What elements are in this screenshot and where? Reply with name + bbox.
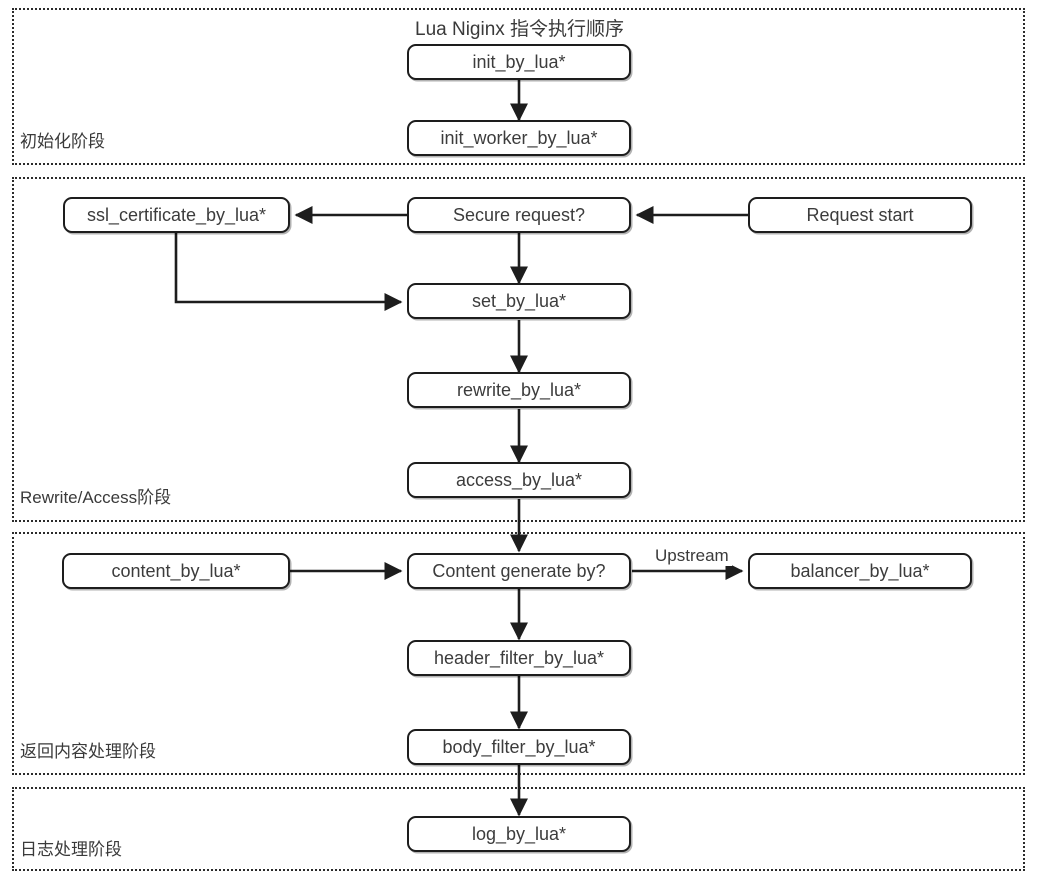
node-content-generate-by[interactable]: Content generate by? (407, 553, 631, 589)
phase-label-rewrite: Rewrite/Access阶段 (18, 488, 174, 508)
node-body-filter-by-lua[interactable]: body_filter_by_lua* (407, 729, 631, 765)
node-init-by-lua[interactable]: init_by_lua* (407, 44, 631, 80)
node-set-by-lua[interactable]: set_by_lua* (407, 283, 631, 319)
node-ssl-certificate-by-lua[interactable]: ssl_certificate_by_lua* (63, 197, 290, 233)
phase-container-init (12, 8, 1025, 165)
diagram-title: Lua Niginx 指令执行顺序 (415, 19, 625, 40)
node-header-filter-by-lua[interactable]: header_filter_by_lua* (407, 640, 631, 676)
node-access-by-lua[interactable]: access_by_lua* (407, 462, 631, 498)
edge-label-upstream: Upstream (652, 546, 732, 566)
node-balancer-by-lua[interactable]: balancer_by_lua* (748, 553, 972, 589)
node-content-by-lua[interactable]: content_by_lua* (62, 553, 290, 589)
node-rewrite-by-lua[interactable]: rewrite_by_lua* (407, 372, 631, 408)
phase-label-log: 日志处理阶段 (18, 840, 124, 860)
node-secure-request[interactable]: Secure request? (407, 197, 631, 233)
node-log-by-lua[interactable]: log_by_lua* (407, 816, 631, 852)
phase-label-content: 返回内容处理阶段 (18, 742, 158, 762)
node-init-worker-by-lua[interactable]: init_worker_by_lua* (407, 120, 631, 156)
phase-label-init: 初始化阶段 (18, 132, 107, 152)
node-request-start[interactable]: Request start (748, 197, 972, 233)
